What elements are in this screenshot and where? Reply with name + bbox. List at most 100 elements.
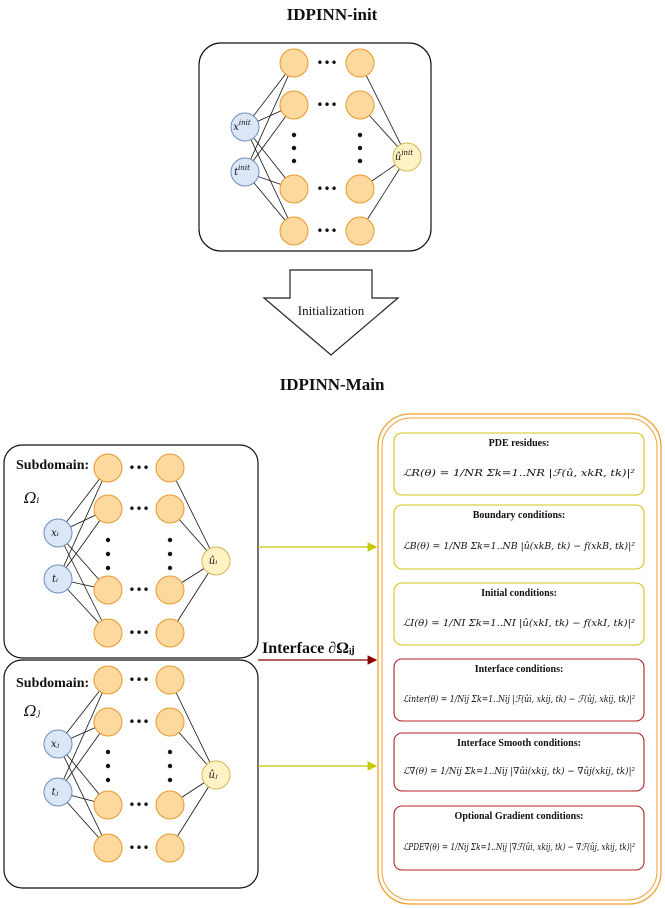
sub-j-input-node-2 xyxy=(43,777,73,807)
sub-i-edge xyxy=(57,532,109,634)
loss-box-title-4: Interface conditions: xyxy=(475,664,564,675)
loss-box-title-3: Initial conditions: xyxy=(481,588,557,599)
sub-i-vertical-dot xyxy=(167,537,173,543)
init-vertical-dot xyxy=(357,145,363,151)
sub-j-hidden-neuron xyxy=(93,790,123,820)
sub-i-hidden-neuron xyxy=(155,618,185,648)
init-hidden-neuron xyxy=(279,174,309,204)
sub-i-vertical-dot xyxy=(105,537,111,543)
sub-j-hidden-neuron xyxy=(155,833,185,863)
loss-box-formula-4: ℒinter(θ) = 1/Nij Σk=1..Nij |ℱ(ûi, xkij,… xyxy=(403,694,635,705)
init-ellipsis: ••• xyxy=(316,98,337,112)
sub-i-hidden-neuron xyxy=(93,618,123,648)
sub-i-output-node xyxy=(201,546,231,576)
sub-i-ellipsis: ••• xyxy=(128,583,149,597)
sub-i-ellipsis: ••• xyxy=(128,461,149,475)
loss-box-title-1: PDE residues: xyxy=(489,438,550,449)
init-vertical-dot xyxy=(357,132,363,138)
sub-i-input-label-2: tᵢ xyxy=(52,574,58,585)
init-input-node-2 xyxy=(230,157,260,187)
init-vertical-dot xyxy=(357,158,363,164)
main-title: IDPINN-Main xyxy=(280,375,385,394)
init-ellipsis: ••• xyxy=(316,182,337,196)
sub-j-input-node-1 xyxy=(43,729,73,759)
loss-box-title-2: Boundary conditions: xyxy=(473,510,566,521)
subdomain-i-network: ••• ••• ••• ••• xᵢ tᵢ ûᵢ xyxy=(43,453,231,648)
loss-box-formula-1: ℒR(θ) = 1/NR Σk=1..NR |ℱ(û, xkR, tk)|² xyxy=(403,468,635,479)
sub-i-vertical-dot xyxy=(105,551,111,557)
init-hidden-neuron xyxy=(345,216,375,246)
loss-panel-outer xyxy=(377,413,662,905)
init-vertical-dot xyxy=(291,145,297,151)
sub-i-ellipsis: ••• xyxy=(128,502,149,516)
sub-j-hidden-neuron xyxy=(93,833,123,863)
sub-i-hidden-neuron xyxy=(93,453,123,483)
init-network-box xyxy=(198,42,432,252)
sub-i-input-node-2 xyxy=(43,564,73,594)
sub-j-hidden-neuron xyxy=(155,790,185,820)
initialization-label: Initialization xyxy=(298,303,365,318)
sub-j-input-label-1: xⱼ xyxy=(51,739,60,750)
subdomain-i-title: Subdomain: xyxy=(16,458,89,473)
loss-box-4 xyxy=(393,658,645,722)
sub-j-edge xyxy=(57,679,109,793)
init-edge xyxy=(244,62,295,173)
loss-box-title-5: Interface Smooth conditions: xyxy=(457,738,581,749)
init-hidden-neuron xyxy=(279,216,309,246)
subdomain-i-domain: Ωᵢ xyxy=(23,489,39,507)
init-hidden-neuron xyxy=(345,90,375,120)
sub-i-vertical-dot xyxy=(167,565,173,571)
loss-box-formula-5: ℒ∇(θ) = 1/Nij Σk=1..Nij |∇ûi(xkij, tk) −… xyxy=(403,766,635,777)
loss-box-formula-3: ℒI(θ) = 1/NI Σk=1..NI |û(xkI, tk) − f(xk… xyxy=(403,618,635,629)
sub-j-vertical-dot xyxy=(105,749,111,755)
init-hidden-neuron xyxy=(279,90,309,120)
sub-i-edge xyxy=(169,467,217,562)
loss-box-5 xyxy=(393,732,645,792)
init-title: IDPINN-init xyxy=(287,5,378,24)
sub-j-ellipsis: ••• xyxy=(128,798,149,812)
init-hidden-neuron xyxy=(345,174,375,204)
sub-i-hidden-neuron xyxy=(93,494,123,524)
sub-j-ellipsis: ••• xyxy=(128,673,149,687)
sub-j-input-label-2: tⱼ xyxy=(52,787,59,798)
sub-i-edge xyxy=(57,467,109,580)
init-hidden-neuron xyxy=(279,48,309,78)
sub-j-vertical-dot xyxy=(105,763,111,769)
sub-j-ellipsis: ••• xyxy=(128,841,149,855)
loss-box-formula-2: ℒB(θ) = 1/NB Σk=1..NB |û(xkB, tk) − f(xk… xyxy=(403,541,635,552)
sub-j-hidden-neuron xyxy=(93,665,123,695)
init-edge xyxy=(359,156,408,232)
sub-j-edge xyxy=(57,743,109,849)
init-output-node xyxy=(392,142,422,172)
sub-i-input-label-1: xᵢ xyxy=(51,528,59,539)
subdomain-j-title: Subdomain: xyxy=(16,676,89,691)
subdomain-i-box xyxy=(3,444,259,659)
sub-j-output-label: ûⱼ xyxy=(208,770,217,781)
init-edge xyxy=(359,62,408,158)
sub-i-hidden-neuron xyxy=(155,575,185,605)
sub-i-input-node-1 xyxy=(43,518,73,548)
sub-i-output-label: ûᵢ xyxy=(209,556,217,567)
initialization-arrow xyxy=(262,269,400,356)
loss-box-1 xyxy=(393,432,645,496)
init-vertical-dot xyxy=(291,132,297,138)
sub-j-hidden-neuron xyxy=(155,707,185,737)
subdomain-j-box xyxy=(3,659,259,889)
init-edge xyxy=(244,126,295,232)
init-ellipsis: ••• xyxy=(316,56,337,70)
sub-j-hidden-neuron xyxy=(155,665,185,695)
loss-panel-inner xyxy=(381,417,658,901)
sub-j-vertical-dot xyxy=(105,777,111,783)
sub-i-hidden-neuron xyxy=(93,575,123,605)
sub-i-ellipsis: ••• xyxy=(128,626,149,640)
loss-box-formula-6: ℒPDE∇(θ) = 1/Nij Σk=1..Nij |∇ℱ(ûi, xkij,… xyxy=(403,842,635,853)
loss-box-6 xyxy=(393,805,645,871)
loss-box-2 xyxy=(393,504,645,570)
interface-label: Interface ∂Ωᵢⱼ xyxy=(262,640,355,657)
sub-j-hidden-neuron xyxy=(93,707,123,737)
init-input-node-1 xyxy=(230,112,260,142)
init-vertical-dot xyxy=(291,158,297,164)
loss-boxes: PDE residues: ℒR(θ) = 1/NR Σk=1..NR |ℱ(û,… xyxy=(393,432,645,871)
